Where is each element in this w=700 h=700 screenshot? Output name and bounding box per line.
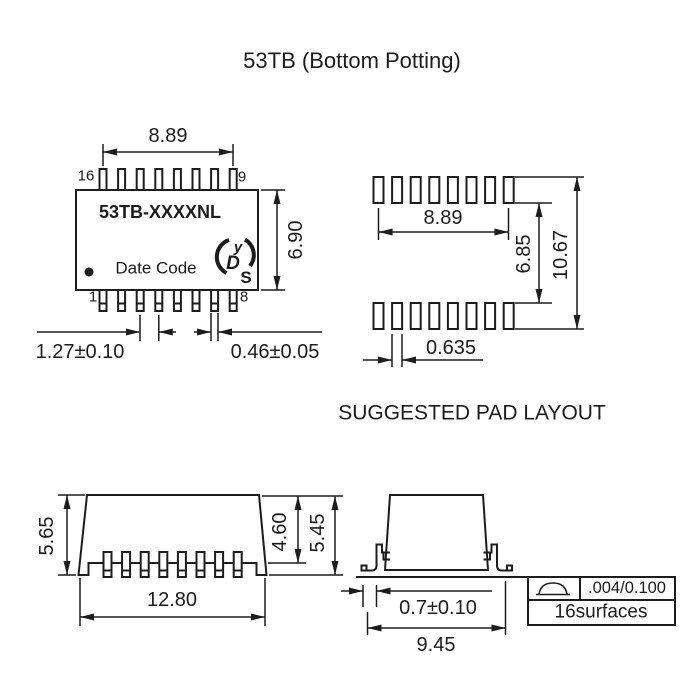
logo-letter: S	[240, 268, 251, 287]
top-pad-row	[372, 176, 515, 204]
front-pin-row	[102, 551, 243, 578]
part-number: 53TB-XXXXNL	[98, 202, 222, 222]
bottom-pin-row	[98, 289, 238, 312]
dim-foot-length	[341, 585, 492, 607]
pin-label-9: 9	[237, 168, 247, 186]
pad-layout-caption: SUGGESTED PAD LAYOUT	[338, 401, 606, 425]
dim-pitch-and-lead-width	[37, 313, 322, 341]
surface-profile-symbol-icon	[536, 582, 570, 596]
dim-label-pad-width: 0.635	[425, 337, 477, 359]
dim-body-height	[261, 189, 285, 291]
yds-logo-icon: y D S	[214, 237, 256, 287]
package-side-view	[341, 494, 676, 635]
side-body-outline	[383, 494, 490, 571]
package-top-view: y D S	[37, 144, 322, 341]
dim-label-lead-pitch: 1.27±0.10	[35, 341, 125, 363]
dim-label-pad-outer-span: 10.67	[550, 229, 572, 281]
package-front-view	[58, 494, 343, 626]
dim-side-lead-span	[366, 581, 507, 635]
dim-label-body-to-seating: 4.60	[269, 512, 291, 552]
date-code-label: Date Code	[115, 258, 197, 278]
pad-layout-view	[363, 176, 584, 367]
sheet-title: 53TB (Bottom Potting)	[243, 48, 461, 73]
dim-pad-vertical	[515, 176, 584, 330]
pin1-marker-dot	[84, 267, 94, 277]
top-pin-row	[98, 168, 238, 191]
dim-label-foot-length: 0.7±0.10	[399, 597, 477, 619]
dim-label-lead-width: 0.46±0.05	[230, 341, 320, 363]
dim-label-body-height: 6.90	[285, 220, 307, 260]
dim-label-pad-span: 8.89	[423, 207, 463, 229]
gullwing-lead-right	[483, 543, 513, 572]
dim-pad-width	[363, 334, 483, 367]
coplanarity-tolerance: .004/0.100	[588, 578, 666, 597]
coplanarity-surfaces-note: 16surfaces	[554, 601, 648, 623]
dim-label-side-lead-span: 9.45	[416, 634, 456, 656]
coplanarity-callout-box	[527, 576, 676, 626]
gullwing-lead-left	[360, 543, 390, 572]
logo-letter: y	[233, 239, 243, 256]
dim-front-body-height	[58, 494, 85, 576]
pin-label-16: 16	[77, 167, 95, 185]
dim-label-lead-span: 8.89	[148, 125, 188, 147]
dim-pad-span	[377, 208, 510, 240]
dim-label-overall-height: 5.45	[307, 513, 329, 553]
pin-label-1: 1	[88, 288, 98, 306]
logo-letter: D	[226, 253, 240, 274]
dim-label-front-body-height: 5.65	[36, 516, 58, 556]
bottom-pad-row	[372, 302, 515, 330]
dim-label-pad-inner-gap: 6.85	[513, 234, 535, 274]
dim-lead-span	[102, 144, 234, 166]
pin-label-8: 8	[239, 288, 249, 306]
dim-front-right-heights	[262, 495, 343, 576]
front-body-outline	[77, 494, 268, 576]
dim-front-body-width	[79, 578, 266, 626]
dim-label-front-body-width: 12.80	[146, 589, 198, 611]
